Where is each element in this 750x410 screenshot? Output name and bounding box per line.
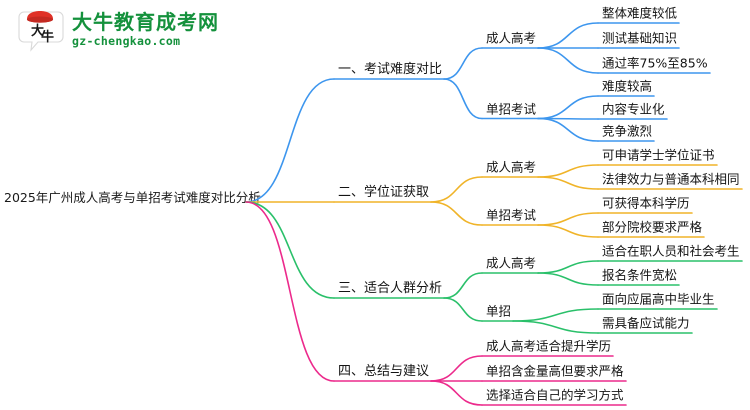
wire-branch-group-2-1 <box>430 176 483 203</box>
wire-leaf-1-2-2 <box>537 117 599 120</box>
wire-root-branch-3 <box>245 201 335 299</box>
group-label-3-1[interactable]: 成人高考 <box>486 255 537 271</box>
leaf-label-3-1-1[interactable]: 适合在职人员和社会考生 <box>602 243 740 259</box>
wire-branch-group-3-2 <box>443 297 483 322</box>
leaf-label-4-1-2[interactable]: 单招含金量高但要求严格 <box>486 363 624 379</box>
wire-branch-group-1-1 <box>443 47 483 80</box>
wire-root-branch-1 <box>245 78 335 203</box>
wire-leaf-1-2-1 <box>537 95 599 120</box>
wire-leaf-3-1-1 <box>537 260 599 274</box>
leaf-label-3-1-2[interactable]: 报名条件宽松 <box>602 267 678 283</box>
wire-leaf-2-1-1 <box>537 164 599 178</box>
logo-subtitle: gz-chengkao.com <box>72 33 181 48</box>
wire-leaf-3-2-2 <box>512 320 599 334</box>
branch-label-1[interactable]: 一、考试难度对比 <box>338 62 443 77</box>
wire-branch-group-2-2 <box>430 201 483 226</box>
wire-leaf-1-2-3 <box>537 117 599 142</box>
svg-text:牛: 牛 <box>41 29 54 45</box>
logo-text-block: 大牛教育成考网 gz-chengkao.com <box>72 9 219 49</box>
leaf-label-1-2-2[interactable]: 内容专业化 <box>602 101 665 117</box>
mindmap-root-topic: 2025年广州成人高考与单招考试难度对比分析 <box>4 190 261 205</box>
group-label-3-2[interactable]: 单招 <box>486 303 512 319</box>
site-logo: 大 牛 大牛教育成考网 gz-chengkao.com <box>18 8 219 52</box>
leaf-label-2-1-1[interactable]: 可申请学士学位证书 <box>602 147 715 163</box>
wire-leaf-4-1-3 <box>430 380 483 406</box>
wire-leaf-3-1-2 <box>537 272 599 286</box>
group-label-2-1[interactable]: 成人高考 <box>486 159 537 175</box>
leaf-label-4-1-3[interactable]: 选择适合自己的学习方式 <box>486 387 624 403</box>
leaf-label-2-2-2[interactable]: 部分院校要求严格 <box>602 219 703 235</box>
wire-leaf-1-1-1 <box>537 22 599 49</box>
wire-leaf-2-2-2 <box>537 224 599 238</box>
branch-label-2[interactable]: 二、学位证获取 <box>338 185 430 200</box>
leaf-label-3-2-1[interactable]: 面向应届高中毕业生 <box>602 291 715 307</box>
leaf-label-1-2-1[interactable]: 难度较高 <box>602 78 653 94</box>
wire-leaf-2-1-2 <box>537 176 599 190</box>
wire-branch-group-3-1 <box>443 272 483 299</box>
leaf-label-1-1-1[interactable]: 整体难度较低 <box>602 5 678 21</box>
leaf-label-2-1-2[interactable]: 法律效力与普通本科相同 <box>602 171 740 187</box>
wire-leaf-1-1-3 <box>537 47 599 74</box>
branch-label-4[interactable]: 四、总结与建议 <box>338 364 430 379</box>
leaf-label-1-1-2[interactable]: 测试基础知识 <box>602 30 678 46</box>
daniu-speech-bubble-logo-icon: 大 牛 <box>18 8 64 52</box>
leaf-label-2-2-1[interactable]: 可获得本科学历 <box>602 195 690 211</box>
wire-branch-group-1-2 <box>443 78 483 120</box>
logo-title: 大牛教育成考网 <box>72 9 219 34</box>
leaf-label-1-2-3[interactable]: 竞争激烈 <box>602 123 653 139</box>
leaf-label-4-1-1[interactable]: 成人高考适合提升学历 <box>486 338 612 354</box>
leaf-label-1-1-3[interactable]: 通过率75%至85% <box>602 55 708 71</box>
wire-leaf-4-1-1 <box>430 355 483 382</box>
leaf-label-3-2-2[interactable]: 需具备应试能力 <box>602 315 690 331</box>
group-label-2-2[interactable]: 单招考试 <box>486 207 537 223</box>
group-label-1-1[interactable]: 成人高考 <box>486 30 537 46</box>
branch-label-3[interactable]: 三、适合人群分析 <box>338 281 443 296</box>
wire-root-branch-4 <box>245 201 335 382</box>
wire-leaf-2-2-1 <box>537 212 599 226</box>
group-label-1-2[interactable]: 单招考试 <box>486 100 537 116</box>
wire-leaf-3-2-1 <box>512 308 599 322</box>
svg-text:大: 大 <box>31 23 44 39</box>
